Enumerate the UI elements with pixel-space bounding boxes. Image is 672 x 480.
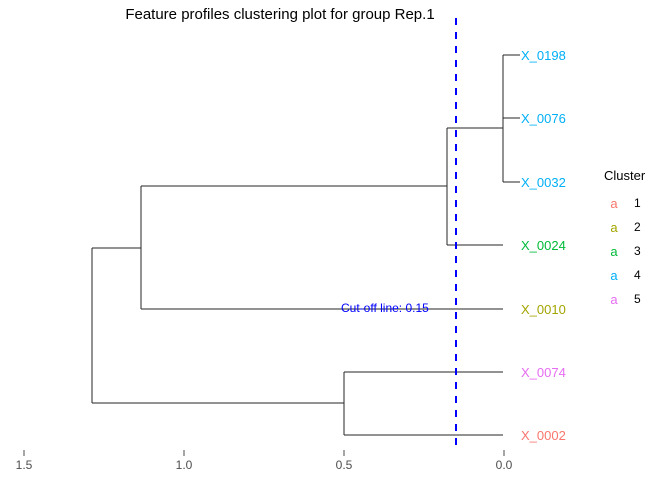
- legend-key-label: 2: [634, 220, 641, 234]
- legend-key-glyph: a: [610, 195, 618, 211]
- page-title: Feature profiles clustering plot for gro…: [125, 6, 435, 23]
- legend-key-glyph: a: [610, 219, 618, 235]
- x-axis: [23, 450, 505, 456]
- axis-tick-label: 1.0: [175, 458, 193, 472]
- legend-key-label: 5: [634, 292, 641, 306]
- legend-key-label: 1: [634, 196, 641, 210]
- cutoff-annotation-label: Cut-off line: 0.15: [341, 301, 429, 315]
- legend-key-glyph: a: [610, 243, 618, 259]
- axis-tick-label: 0.0: [495, 458, 513, 472]
- legend-key-glyph: a: [610, 267, 618, 283]
- leaf-label: X_0032: [521, 175, 566, 190]
- leaf-label: X_0024: [521, 238, 566, 253]
- leaf-label: X_0002: [521, 428, 566, 443]
- legend-title: Cluster: [604, 168, 646, 183]
- leaf-label: X_0076: [521, 111, 566, 126]
- dendrogram-branches: [91, 54, 520, 436]
- legend-key-glyph: a: [610, 291, 618, 307]
- leaf-label: X_0074: [521, 365, 566, 380]
- leaf-label: X_0198: [521, 48, 566, 63]
- legend-key-label: 4: [634, 268, 641, 282]
- axis-tick-label: 0.5: [335, 458, 353, 472]
- leaf-label: X_0010: [521, 302, 566, 317]
- axis-tick-label: 1.5: [15, 458, 33, 472]
- legend-key-label: 3: [634, 244, 641, 258]
